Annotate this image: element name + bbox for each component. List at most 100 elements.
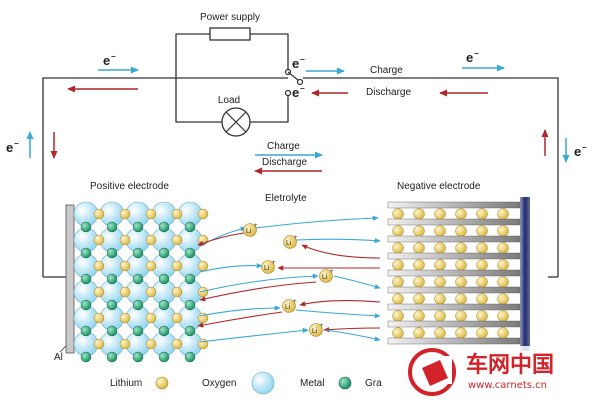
lithium-atom [392, 259, 404, 271]
svg-text:−: − [474, 49, 479, 58]
brand-url: www.carnets.cn [468, 380, 547, 391]
switch-electron-bottom: e − [292, 84, 305, 100]
lithium-atom [119, 234, 131, 246]
lithium-atom [434, 208, 446, 220]
lithium-atom [497, 259, 509, 271]
lithium-atom [455, 310, 467, 322]
metal-atom [106, 273, 118, 285]
brand-logo-icon [408, 348, 456, 396]
metal-atom [184, 325, 196, 337]
lithium-atom [497, 242, 509, 254]
lithium-atom [455, 276, 467, 288]
lithium-atom [392, 225, 404, 237]
lithium-atom [497, 225, 509, 237]
lithium-atom [497, 310, 509, 322]
lithium-atom [145, 286, 157, 298]
svg-text:e: e [292, 56, 299, 71]
load-lamp-icon [221, 107, 251, 137]
power-supply-symbol [209, 27, 251, 41]
lithium-atom [171, 234, 183, 246]
lithium-atom [413, 208, 425, 220]
svg-text:+: + [294, 235, 298, 241]
legend: Lithium Oxygen Metal Gra [110, 371, 382, 395]
svg-text:−: − [582, 143, 587, 152]
lithium-atom [171, 338, 183, 350]
ion-path-charge-10 [325, 329, 381, 342]
aluminum-collector-plate [65, 204, 75, 354]
charge-label-top: Charge [370, 65, 403, 76]
ion-path-charge-3 [295, 237, 381, 244]
lithium-atom [392, 208, 404, 220]
electron-label-top-right: e − [466, 49, 479, 65]
svg-text:Li: Li [246, 228, 252, 235]
metal-atom [158, 325, 170, 337]
svg-text:e: e [6, 140, 13, 155]
lithium-atom [455, 327, 467, 339]
svg-text:e: e [292, 85, 299, 100]
metal-atom [132, 247, 144, 259]
legend-lithium-label: Lithium [110, 378, 142, 389]
lithium-atom [145, 312, 157, 324]
ion-path-charge-8 [295, 309, 381, 319]
ion-path-charge-6 [333, 275, 381, 290]
positive-electrode-label: Positive electrode [90, 181, 169, 192]
metal-atom [106, 325, 118, 337]
metal-atom [158, 221, 170, 233]
lithium-atom [476, 310, 488, 322]
lithium-atom [476, 259, 488, 271]
ion-path-charge-1 [199, 226, 247, 247]
lithium-ion: Li+ [261, 260, 276, 274]
lithium-ion: Li+ [319, 269, 334, 283]
load-label: Load [218, 95, 240, 106]
ion-path-charge-2 [255, 215, 379, 229]
electrolyte-ions: Li+Li+Li+Li+Li+Li+ [243, 223, 334, 337]
svg-text:+: + [293, 299, 297, 305]
lithium-atom [497, 293, 509, 305]
lithium-atom [119, 260, 131, 272]
ion-path-charge-9 [199, 327, 309, 343]
svg-text:e: e [466, 50, 473, 65]
lithium-atom [413, 327, 425, 339]
lithium-atom [145, 208, 157, 220]
lithium-atom [455, 293, 467, 305]
svg-text:Li: Li [264, 265, 270, 272]
lithium-atom [413, 242, 425, 254]
svg-text:e: e [103, 53, 110, 68]
lithium-atom [119, 286, 131, 298]
metal-atom [80, 351, 92, 363]
graphite-layers [387, 201, 521, 345]
legend-lithium-swatch [155, 376, 169, 390]
metal-atom [184, 351, 196, 363]
metal-atom [158, 273, 170, 285]
lithium-atom [434, 225, 446, 237]
lithium-atom [455, 208, 467, 220]
lithium-atom [413, 259, 425, 271]
metal-atom [132, 221, 144, 233]
negative-electrode [387, 197, 530, 351]
svg-text:+: + [254, 223, 258, 229]
lithium-atom [197, 338, 209, 350]
svg-text:−: − [300, 84, 305, 93]
metal-atom [132, 351, 144, 363]
metal-atom [106, 247, 118, 259]
svg-text:+: + [320, 323, 324, 329]
legend-oxygen-swatch [251, 371, 275, 395]
lithium-atom [455, 259, 467, 271]
lithium-atom [413, 293, 425, 305]
lithium-atom [497, 327, 509, 339]
switch-electron-top: e − [292, 55, 305, 71]
svg-text:Li: Li [322, 274, 328, 281]
metal-atom [184, 299, 196, 311]
metal-atom [80, 325, 92, 337]
ion-path-discharge-5 [299, 300, 381, 307]
copper-collector-plate [520, 197, 530, 351]
lithium-atom [119, 208, 131, 220]
lithium-atom [434, 242, 446, 254]
graphite-layer [387, 320, 521, 328]
ion-path-discharge-1 [197, 232, 245, 246]
lithium-atom [197, 286, 209, 298]
circuit-wires [42, 33, 559, 278]
lithium-atom [119, 312, 131, 324]
lithium-atom [455, 225, 467, 237]
discharge-label-middle: Discharge [262, 157, 307, 168]
